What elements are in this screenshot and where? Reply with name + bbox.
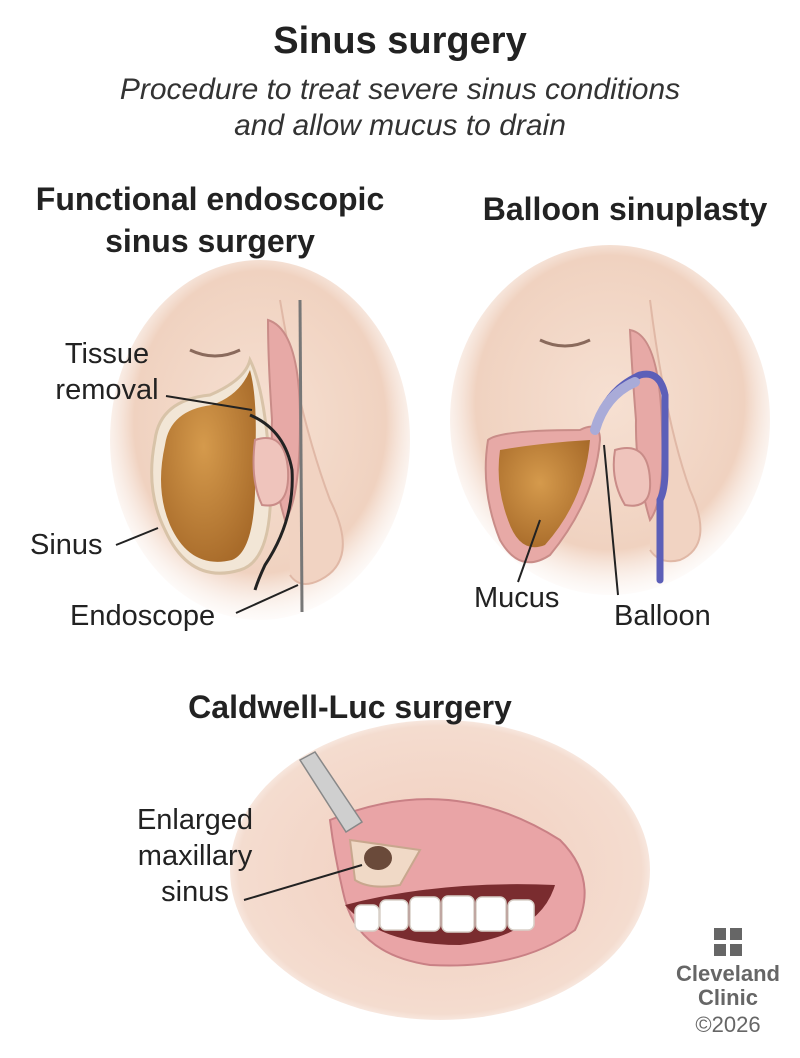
- page-title: Sinus surgery: [273, 20, 527, 62]
- page-subtitle: Procedure to treat severe sinus conditio…: [0, 72, 800, 144]
- enlarged-line-1: Enlarged: [136, 804, 254, 836]
- tissue-removal-line-1: Tissue: [64, 338, 150, 370]
- subtitle-line-1: Procedure to treat severe sinus conditio…: [119, 73, 681, 106]
- cleveland-clinic-logo-icon: [714, 928, 742, 956]
- tissue-removal-label: Tissue removal: [52, 336, 162, 408]
- tissue-removal-line-2: removal: [55, 374, 159, 406]
- fess-illustration: [110, 260, 410, 620]
- endoscope-label: Endoscope: [70, 600, 216, 632]
- enlarged-line-3: sinus: [161, 876, 229, 908]
- fess-title: Functional endoscopic sinus surgery: [30, 178, 390, 262]
- fess-title-line-1: Functional endoscopic: [35, 181, 385, 217]
- balloon-label: Balloon: [614, 600, 711, 632]
- copyright-text: ©2026: [695, 1012, 761, 1037]
- caldwell-illustration: [230, 720, 650, 1020]
- subtitle-line-2: and allow mucus to drain: [234, 109, 566, 142]
- leader-lines: [115, 395, 619, 901]
- sinus-label: Sinus: [30, 529, 103, 561]
- enlarged-line-2: maxillary: [137, 840, 253, 872]
- brand-line-1: Cleveland: [676, 961, 780, 986]
- balloon-illustration: [450, 245, 770, 595]
- brand-logo-text: Cleveland Clinic: [670, 962, 786, 1010]
- balloon-title: Balloon sinuplasty: [482, 191, 768, 227]
- caldwell-title: Caldwell-Luc surgery: [188, 689, 512, 725]
- fess-title-line-2: sinus surgery: [105, 223, 315, 259]
- brand-line-2: Clinic: [698, 985, 758, 1010]
- mucus-label: Mucus: [474, 582, 560, 614]
- enlarged-sinus-label: Enlarged maxillary sinus: [120, 802, 270, 910]
